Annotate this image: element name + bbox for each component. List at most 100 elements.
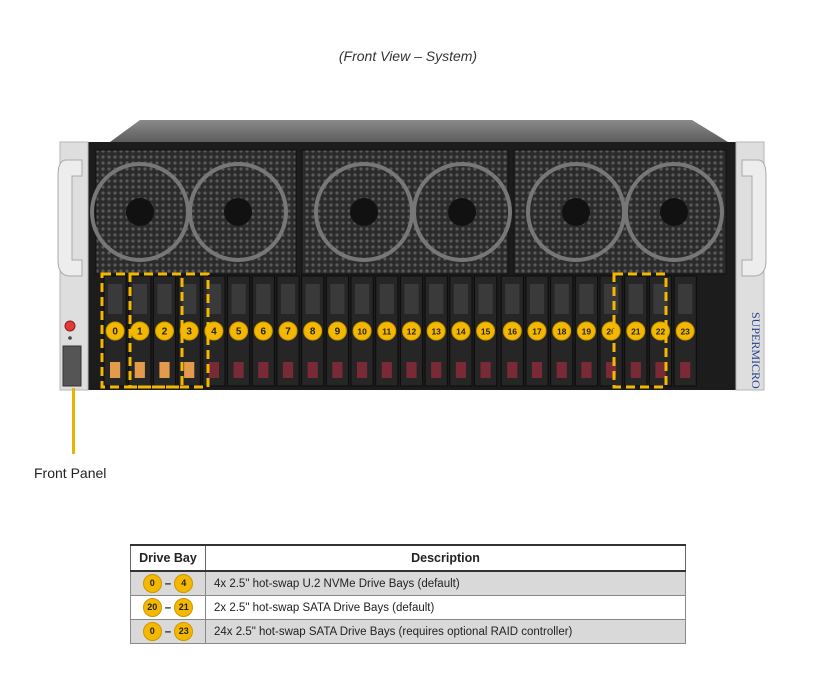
drive-bay-15[interactable]: 15 — [474, 275, 498, 387]
drive-latch-icon — [431, 362, 442, 378]
drive-latch-icon — [606, 362, 617, 378]
bay-number: 22 — [656, 327, 666, 337]
bay-range: 0–23 — [130, 619, 206, 644]
drive-bay-17[interactable]: 17 — [525, 275, 549, 387]
drive-bay-21[interactable]: 21 — [624, 275, 648, 387]
bay-number-badge — [278, 321, 298, 341]
bay-badge-to: 4 — [174, 574, 194, 593]
sata-group-outline — [612, 272, 668, 389]
drive-bay-7[interactable]: 7 — [276, 275, 300, 387]
drive-bay-19[interactable]: 19 — [574, 275, 598, 387]
drive-latch-icon — [630, 362, 641, 378]
drive-bay-5[interactable]: 5 — [227, 275, 251, 387]
bay-number: 9 — [335, 327, 341, 338]
bay-number-badge — [426, 321, 446, 341]
bay-number-badge — [502, 321, 522, 341]
row-description: 24x 2.5" hot-swap SATA Drive Bays (requi… — [205, 619, 686, 644]
drive-tray-label — [132, 284, 147, 314]
drive-latch-icon — [480, 362, 491, 378]
range-dash: – — [164, 601, 172, 614]
drive-latch-icon — [455, 362, 466, 378]
drive-latch-icon — [110, 362, 121, 378]
drive-tray-label — [280, 284, 296, 314]
bay-number: 4 — [211, 327, 217, 338]
drive-latch-icon — [406, 362, 417, 378]
drive-latch-icon — [507, 362, 518, 378]
bay-number: 19 — [582, 327, 592, 337]
drive-bay-6[interactable]: 6 — [251, 275, 275, 387]
drive-bay-22[interactable]: 22 — [648, 275, 673, 387]
bay-number: 20 — [606, 327, 616, 337]
bay-number: 8 — [310, 327, 316, 338]
drive-tray-label — [157, 284, 172, 314]
front-panel-callout-line — [72, 388, 75, 454]
drive-bay-20[interactable]: 20 — [599, 275, 623, 387]
fan-panel-3 — [513, 149, 727, 275]
bay-number: 14 — [456, 327, 466, 337]
drive-bay-23[interactable]: 23 — [673, 275, 697, 387]
bay-number: 12 — [407, 327, 417, 337]
drive-tray-label — [206, 284, 221, 314]
drive-latch-icon — [258, 362, 269, 378]
nvme-group-outline — [100, 272, 210, 389]
drive-tray-label — [453, 284, 468, 314]
drive-bay-13[interactable]: 13 — [424, 275, 448, 387]
drive-bay-9[interactable]: 9 — [325, 275, 349, 387]
drive-tray-label — [554, 284, 569, 314]
bay-number-badge — [179, 321, 199, 341]
drive-tray-label — [355, 284, 370, 314]
drive-tray-label — [404, 284, 419, 314]
drive-latch-icon — [332, 362, 343, 378]
drive-bay-11[interactable]: 11 — [375, 275, 399, 387]
drive-latch-icon — [381, 362, 392, 378]
bay-number-badge — [155, 321, 174, 341]
bay-number-badge — [377, 321, 397, 341]
drive-latch-icon — [531, 362, 543, 378]
bay-number-badge — [626, 321, 646, 341]
drive-bay-2[interactable]: 2 — [152, 275, 177, 387]
bay-number-badge — [352, 321, 372, 341]
brand-logo: SUPERMICRO — [749, 312, 763, 389]
drive-tray-label — [429, 284, 444, 314]
left-handle — [57, 159, 83, 277]
drive-bay-18[interactable]: 18 — [550, 275, 574, 387]
bay-badge-from: 20 — [142, 598, 162, 617]
drive-bay-10[interactable]: 10 — [350, 275, 374, 387]
drive-latch-icon — [208, 362, 219, 378]
drive-bay-0[interactable]: 0 — [103, 275, 127, 387]
drive-tray-label — [182, 284, 197, 314]
bay-range: 0–4 — [130, 570, 206, 596]
bay-number-badge — [253, 321, 273, 341]
drive-bay-16[interactable]: 16 — [500, 275, 524, 387]
bay-number: 11 — [382, 327, 391, 337]
drive-tray-label — [478, 284, 493, 314]
drive-tray-label — [108, 284, 123, 314]
bay-number: 23 — [680, 327, 690, 337]
bay-number-badge — [303, 321, 323, 341]
bay-number-badge — [105, 321, 125, 341]
bay-number: 21 — [631, 327, 641, 337]
bay-number: 6 — [261, 327, 267, 338]
bay-number-badge — [527, 321, 547, 341]
bay-range: 20–21 — [130, 595, 206, 620]
drive-bay-4[interactable]: 4 — [202, 275, 226, 387]
drive-bay-1[interactable]: 1 — [128, 275, 152, 387]
table-row: 0–4 4x 2.5" hot-swap U.2 NVMe Drive Bays… — [130, 570, 686, 596]
drive-bay-14[interactable]: 14 — [449, 275, 473, 387]
drive-tray-label — [604, 284, 619, 314]
row-description: 4x 2.5" hot-swap U.2 NVMe Drive Bays (de… — [205, 570, 686, 596]
drive-bay-3[interactable]: 3 — [177, 275, 201, 387]
fan-panel-2 — [301, 149, 512, 275]
drive-latch-icon — [655, 362, 666, 378]
drive-tray-label — [256, 284, 271, 314]
header-drive-bay: Drive Bay — [130, 544, 206, 572]
bay-number: 16 — [508, 327, 518, 337]
drive-bay-12[interactable]: 12 — [399, 275, 424, 387]
front-panel-label: Front Panel — [34, 465, 107, 481]
header-description: Description — [205, 544, 686, 572]
bay-number-badge — [576, 321, 596, 341]
drive-tray-label — [579, 284, 594, 314]
drive-bay-8[interactable]: 8 — [301, 275, 325, 387]
